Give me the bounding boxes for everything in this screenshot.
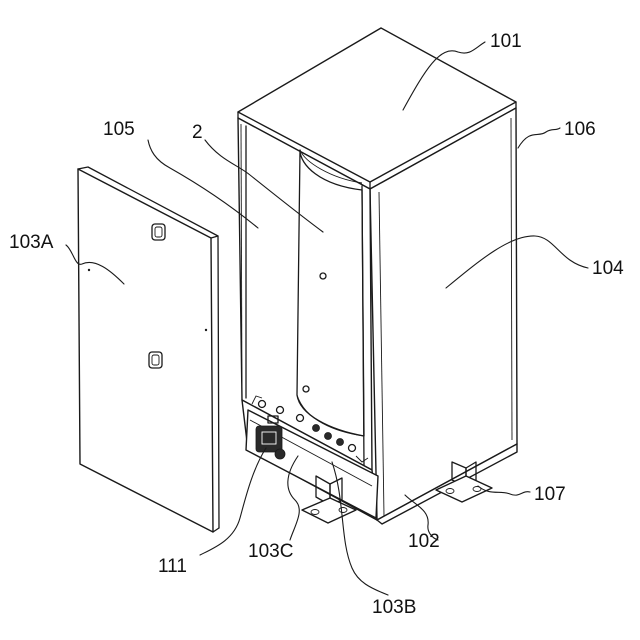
label-101: 101 bbox=[490, 31, 522, 52]
label-103A: 103A bbox=[9, 232, 54, 253]
label-107: 107 bbox=[534, 484, 566, 505]
label-105: 105 bbox=[103, 119, 135, 140]
label-103B: 103B bbox=[372, 597, 416, 618]
label-103C: 103C bbox=[248, 541, 293, 562]
leader-106 bbox=[518, 128, 560, 148]
label-106: 106 bbox=[564, 119, 596, 140]
label-104: 104 bbox=[592, 258, 624, 279]
label-2: 2 bbox=[192, 122, 203, 143]
front-panel-103A bbox=[78, 167, 219, 532]
label-102: 102 bbox=[408, 531, 440, 552]
label-111: 111 bbox=[158, 556, 187, 577]
